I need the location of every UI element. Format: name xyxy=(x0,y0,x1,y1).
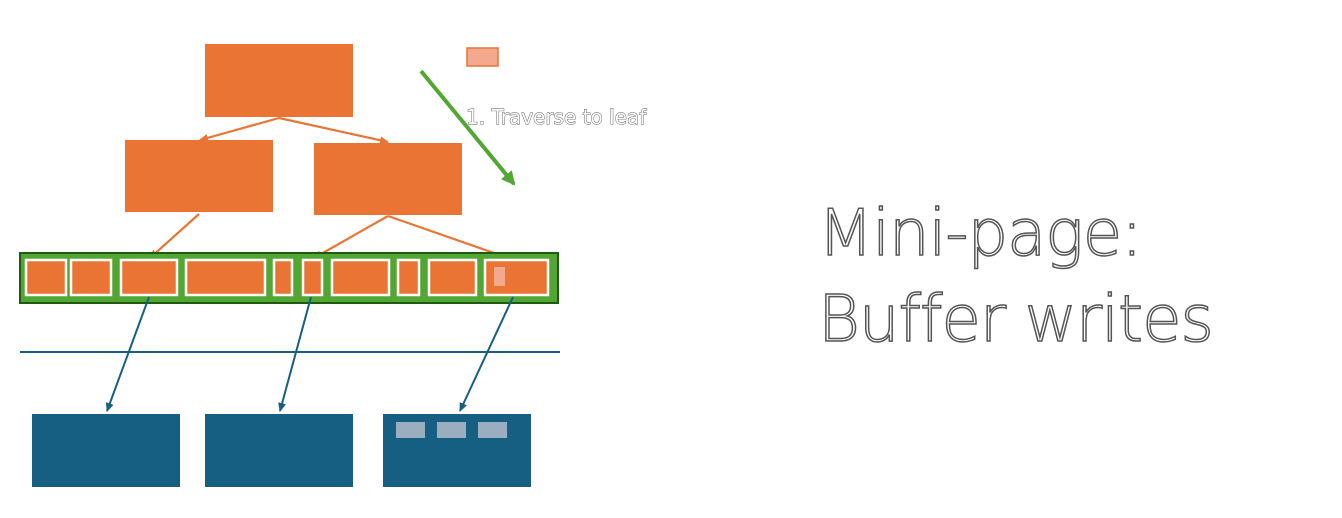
mini-page xyxy=(330,258,391,297)
inner-node-left xyxy=(125,140,273,212)
pending-record xyxy=(494,267,505,286)
mini-pages xyxy=(24,258,550,297)
root-to-right-arrow xyxy=(278,116,389,145)
mini-page xyxy=(184,258,267,297)
leaf-to-disk-arrow-3 xyxy=(459,296,514,412)
disk-page xyxy=(205,414,353,487)
root-to-left-arrow xyxy=(199,116,280,142)
mini-page xyxy=(272,258,294,297)
mini-page xyxy=(24,258,68,297)
inner-node-right xyxy=(314,143,462,215)
incoming-record-swatch xyxy=(466,47,499,67)
slide-title-line-1: Mini-page: xyxy=(817,197,1143,271)
disk-record xyxy=(396,422,425,438)
leaf-to-disk-arrow-1 xyxy=(106,296,150,412)
slide-title-line-2: Buffer writes xyxy=(817,283,1214,357)
mini-page xyxy=(301,258,324,297)
disk-page xyxy=(32,414,180,487)
traverse-step-label: 1. Traverse to leaf xyxy=(466,105,647,129)
mini-page xyxy=(119,258,179,297)
mini-page xyxy=(396,258,421,297)
traverse-arrow xyxy=(419,69,516,186)
leaf-to-disk-arrow-2 xyxy=(278,296,312,412)
root-node xyxy=(205,44,353,117)
inner-left-to-leaf-arrow xyxy=(149,213,200,259)
mini-page xyxy=(427,258,478,297)
disk-record xyxy=(478,422,507,438)
disk-record xyxy=(437,422,466,438)
mini-page xyxy=(69,258,113,297)
inner-right-to-leaf-arrow-1 xyxy=(313,215,389,259)
